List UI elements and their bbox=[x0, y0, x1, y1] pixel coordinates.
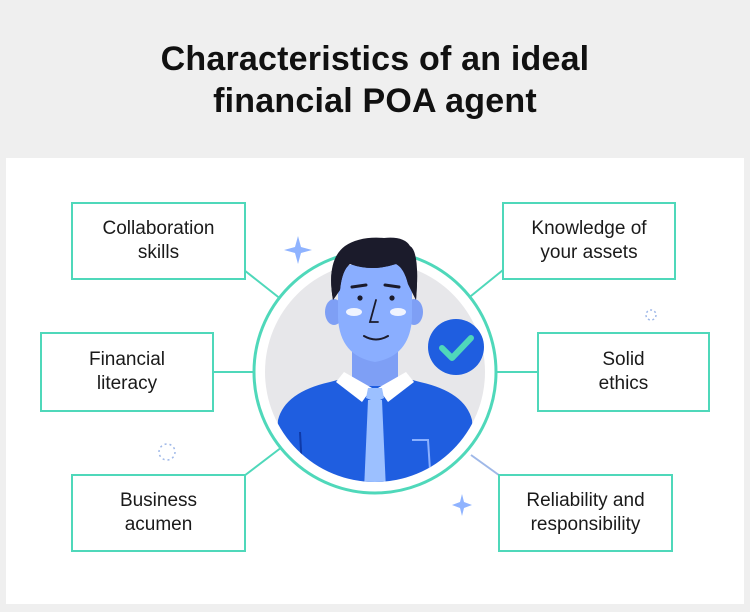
trait-solid-ethics: Solid ethics bbox=[537, 332, 710, 412]
page-title: Characteristics of an ideal financial PO… bbox=[0, 38, 750, 122]
connectors bbox=[212, 269, 538, 477]
trait-line: skills bbox=[137, 242, 180, 263]
trait-line: Collaboration bbox=[102, 218, 215, 239]
sparkle-icon bbox=[158, 443, 176, 461]
trait-business-acumen: Business acumen bbox=[71, 474, 246, 552]
trait-knowledge-of-your-assets: Knowledge of your assets bbox=[502, 202, 676, 280]
trait-line: your assets bbox=[540, 242, 638, 263]
trait-line: Business bbox=[119, 490, 198, 511]
trait-line: literacy bbox=[96, 373, 158, 394]
title-line-1: Characteristics of an ideal bbox=[160, 40, 590, 78]
trait-line: responsibility bbox=[530, 514, 641, 535]
trait-line: Financial bbox=[88, 349, 166, 370]
connector-business-acumen bbox=[243, 446, 283, 477]
check-icon bbox=[428, 319, 484, 375]
trait-line: Knowledge of bbox=[531, 218, 647, 239]
trait-line: Reliability and bbox=[526, 490, 645, 511]
connector-collaboration bbox=[243, 269, 283, 301]
trait-line: acumen bbox=[124, 514, 193, 535]
sparkle-icon bbox=[452, 494, 472, 516]
trait-line: ethics bbox=[598, 373, 649, 394]
trait-financial-literacy: Financial literacy bbox=[40, 332, 214, 412]
title-line-2: financial POA agent bbox=[213, 82, 537, 120]
connector-reliability bbox=[470, 454, 504, 479]
trait-line: Solid bbox=[602, 349, 645, 370]
sparkle-icon bbox=[284, 236, 312, 264]
trait-reliability-and-responsibility: Reliability and responsibility bbox=[498, 474, 673, 552]
sparkle-icon bbox=[645, 309, 657, 321]
connector-knowledge bbox=[465, 269, 504, 301]
trait-collaboration-skills: Collaboration skills bbox=[71, 202, 246, 280]
